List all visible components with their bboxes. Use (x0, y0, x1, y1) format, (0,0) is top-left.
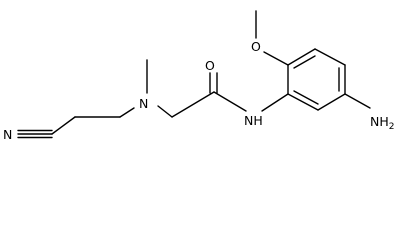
amino-label: NH2 (370, 114, 394, 132)
carbonyl-o-label: O (205, 58, 215, 73)
molecule-structure: N N O NH O NH2 (3, 10, 394, 142)
bond-ring-amino (344, 93, 371, 109)
amino-subscript: 2 (389, 122, 395, 132)
bond-ch2-amine (119, 107, 135, 118)
bond-ring-methoxy-o (263, 51, 289, 66)
bond-ch2-carbonyl (171, 91, 215, 118)
amide-nh-label: NH (244, 113, 263, 128)
bond-amine-ch2 (157, 105, 173, 118)
bond-carbonyl-amide-n (213, 91, 247, 112)
amino-nh-label: NH (370, 114, 389, 129)
nitrile-triple-bond (17, 129, 53, 139)
bond-cn-ch2 (51, 116, 76, 135)
nitrile-n-label: N (3, 127, 12, 142)
bond-amide-n-ring (261, 93, 289, 112)
amine-n-label: N (139, 96, 148, 111)
methoxy-o-label: O (251, 39, 261, 54)
carbonyl-double-bond (209, 72, 218, 94)
benzene-ring (287, 48, 346, 111)
